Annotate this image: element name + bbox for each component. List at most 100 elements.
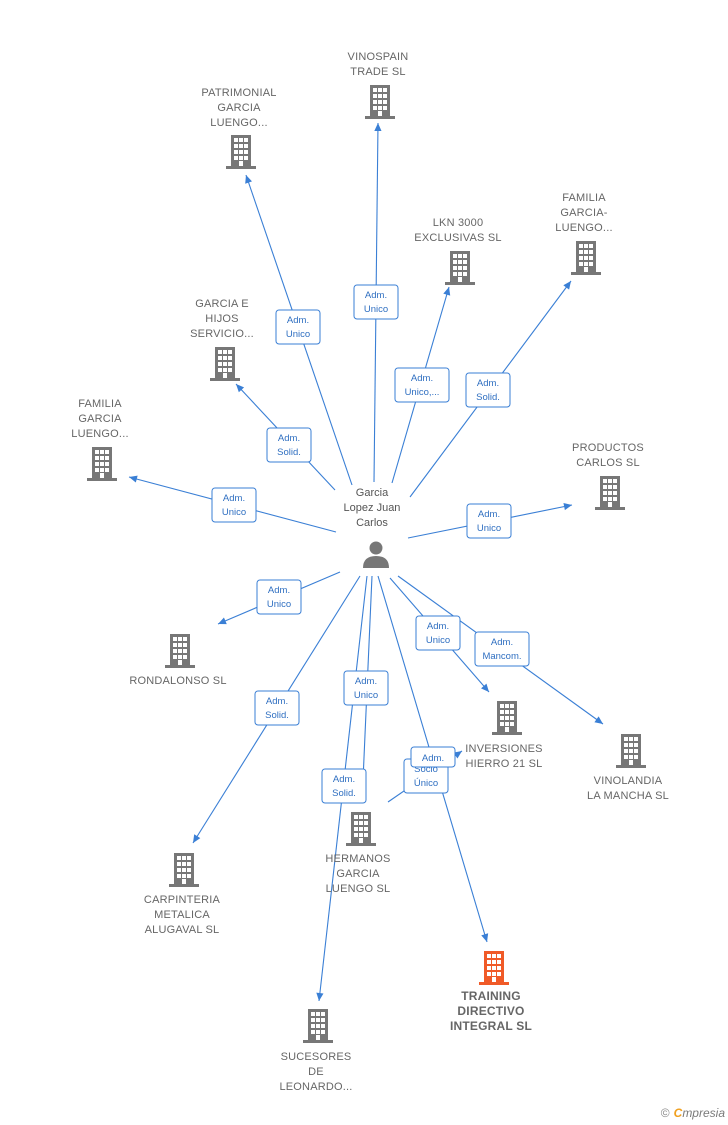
role-text-rondalonso: Unico — [267, 599, 291, 610]
arrowhead-training — [481, 933, 489, 942]
building-icon[interactable] — [346, 812, 376, 846]
person-name[interactable]: Garcia — [356, 487, 389, 499]
arrowhead-lkn3000 — [443, 287, 451, 296]
building-icon[interactable] — [165, 634, 195, 668]
building-icon[interactable] — [616, 734, 646, 768]
building-icon[interactable] — [595, 476, 625, 510]
role-box-carpinteria — [254, 690, 300, 726]
company-label-familia-garcia-luengo-left[interactable]: GARCIA — [78, 413, 122, 425]
role-text-familia-garcia-luengo-right: Adm. — [477, 378, 499, 389]
company-label-training[interactable]: INTEGRAL SL — [450, 1019, 532, 1033]
role-text-hermanos-garcia: Adm. — [355, 676, 377, 687]
role-box-familia-garcia-luengo-right — [465, 372, 511, 408]
company-label-vinospain[interactable]: VINOSPAIN — [348, 51, 409, 63]
role-box-lkn3000 — [394, 367, 450, 403]
arrowhead-sucesores — [316, 992, 324, 1001]
role-text-vinolandia: Adm. — [491, 637, 513, 648]
company-label-familia-garcia-luengo-left[interactable]: FAMILIA — [78, 398, 122, 410]
brand-logo[interactable]: Cmpresia — [674, 1106, 725, 1120]
company-label-lkn3000[interactable]: LKN 3000 — [433, 217, 484, 229]
company-label-familia-garcia-luengo-right[interactable]: LUENGO... — [555, 222, 612, 234]
building-icon[interactable] — [169, 853, 199, 887]
company-label-sucesores[interactable]: LEONARDO... — [279, 1081, 352, 1093]
role-text-carpinteria: Adm. — [266, 696, 288, 707]
building-icon[interactable] — [303, 1009, 333, 1043]
role-text-familia-garcia-luengo-right: Solid. — [476, 392, 500, 403]
company-label-patrimonial[interactable]: LUENGO... — [210, 117, 267, 129]
person-icon[interactable] — [363, 541, 389, 569]
company-label-vinolandia[interactable]: VINOLANDIA — [594, 775, 663, 787]
company-label-lkn3000[interactable]: EXCLUSIVAS SL — [414, 232, 501, 244]
company-label-sucesores[interactable]: SUCESORES — [281, 1051, 352, 1063]
company-label-carpinteria[interactable]: METALICA — [154, 909, 210, 921]
person-name[interactable]: Carlos — [356, 517, 388, 529]
building-icon[interactable] — [210, 347, 240, 381]
role-text-carpinteria: Solid. — [265, 710, 289, 721]
arrowhead-familia-garcia-luengo-right — [563, 281, 571, 290]
company-label-patrimonial[interactable]: PATRIMONIAL — [201, 87, 276, 99]
company-label-garcia-e-hijos[interactable]: SERVICIO... — [190, 328, 254, 340]
role-box-vinospain — [353, 284, 399, 320]
role-text-vinospain: Adm. — [365, 290, 387, 301]
company-label-training[interactable]: TRAINING — [461, 989, 521, 1003]
role-text-productos-carlos: Unico — [477, 523, 501, 534]
company-label-hermanos-garcia[interactable]: LUENGO SL — [326, 883, 391, 895]
company-label-garcia-e-hijos[interactable]: GARCIA E — [195, 298, 249, 310]
role-box-rondalonso — [256, 579, 302, 615]
role-text-vinospain: Unico — [364, 304, 388, 315]
role-box-inversiones-hierro — [415, 615, 461, 651]
company-label-carpinteria[interactable]: CARPINTERIA — [144, 894, 221, 906]
role-text-sucesores: Solid. — [332, 788, 356, 799]
building-icon[interactable] — [479, 951, 509, 985]
role-text-productos-carlos: Adm. — [478, 509, 500, 520]
company-label-productos-carlos[interactable]: CARLOS SL — [576, 457, 640, 469]
arrowhead-vinospain — [374, 123, 382, 132]
arrowhead-rondalonso — [218, 617, 227, 625]
building-icon[interactable] — [87, 447, 117, 481]
role-text-sucesores: Adm. — [333, 774, 355, 785]
company-label-vinospain[interactable]: TRADE SL — [350, 66, 405, 78]
company-label-familia-garcia-luengo-right[interactable]: FAMILIA — [562, 192, 606, 204]
role-text-garcia-e-hijos: Solid. — [277, 447, 301, 458]
company-label-training[interactable]: DIRECTIVO — [457, 1004, 524, 1018]
role-text-patrimonial: Adm. — [287, 315, 309, 326]
company-label-familia-garcia-luengo-right[interactable]: GARCIA- — [560, 207, 607, 219]
role-box-familia-garcia-luengo-left — [211, 487, 257, 523]
role-text-inversiones-hierro: Unico — [426, 635, 450, 646]
role-text-training: Único — [414, 778, 438, 789]
role-box-training-extra — [410, 746, 456, 768]
company-label-garcia-e-hijos[interactable]: HIJOS — [205, 313, 238, 325]
company-label-familia-garcia-luengo-left[interactable]: LUENGO... — [71, 428, 128, 440]
role-box-productos-carlos — [466, 503, 512, 539]
copyright-icon: © — [660, 1106, 670, 1120]
company-label-vinolandia[interactable]: LA MANCHA SL — [587, 790, 669, 802]
role-box-vinolandia — [474, 631, 530, 667]
arrowhead-carpinteria — [193, 834, 201, 843]
role-text-lkn3000: Adm. — [411, 373, 433, 384]
building-icon[interactable] — [571, 241, 601, 275]
role-text-training-extra: Adm. — [422, 753, 444, 764]
building-icon[interactable] — [492, 701, 522, 735]
building-icon[interactable] — [365, 85, 395, 119]
company-label-productos-carlos[interactable]: PRODUCTOS — [572, 442, 644, 454]
brand-first-letter: C — [673, 1106, 683, 1120]
footer-brand: © Cmpresia — [661, 1106, 725, 1120]
company-label-sucesores[interactable]: DE — [308, 1066, 324, 1078]
role-box-garcia-e-hijos — [266, 427, 312, 463]
company-label-hermanos-garcia[interactable]: HERMANOS — [325, 853, 390, 865]
company-label-inversiones-hierro[interactable]: HIERRO 21 SL — [466, 758, 543, 770]
company-label-rondalonso[interactable]: RONDALONSO SL — [129, 675, 226, 687]
arrowhead-patrimonial — [245, 175, 252, 184]
role-text-inversiones-hierro: Adm. — [427, 621, 449, 632]
building-icon[interactable] — [226, 135, 256, 169]
company-label-carpinteria[interactable]: ALUGAVAL SL — [145, 924, 220, 936]
roles-layer: Adm.UnicoAdm.UnicoAdm.Unico,...Adm.Solid… — [211, 284, 530, 804]
company-label-hermanos-garcia[interactable]: GARCIA — [336, 868, 380, 880]
company-label-inversiones-hierro[interactable]: INVERSIONES — [465, 743, 542, 755]
building-icon[interactable] — [445, 251, 475, 285]
role-box-patrimonial — [275, 309, 321, 345]
person-name[interactable]: Lopez Juan — [344, 502, 401, 514]
company-label-patrimonial[interactable]: GARCIA — [217, 102, 261, 114]
